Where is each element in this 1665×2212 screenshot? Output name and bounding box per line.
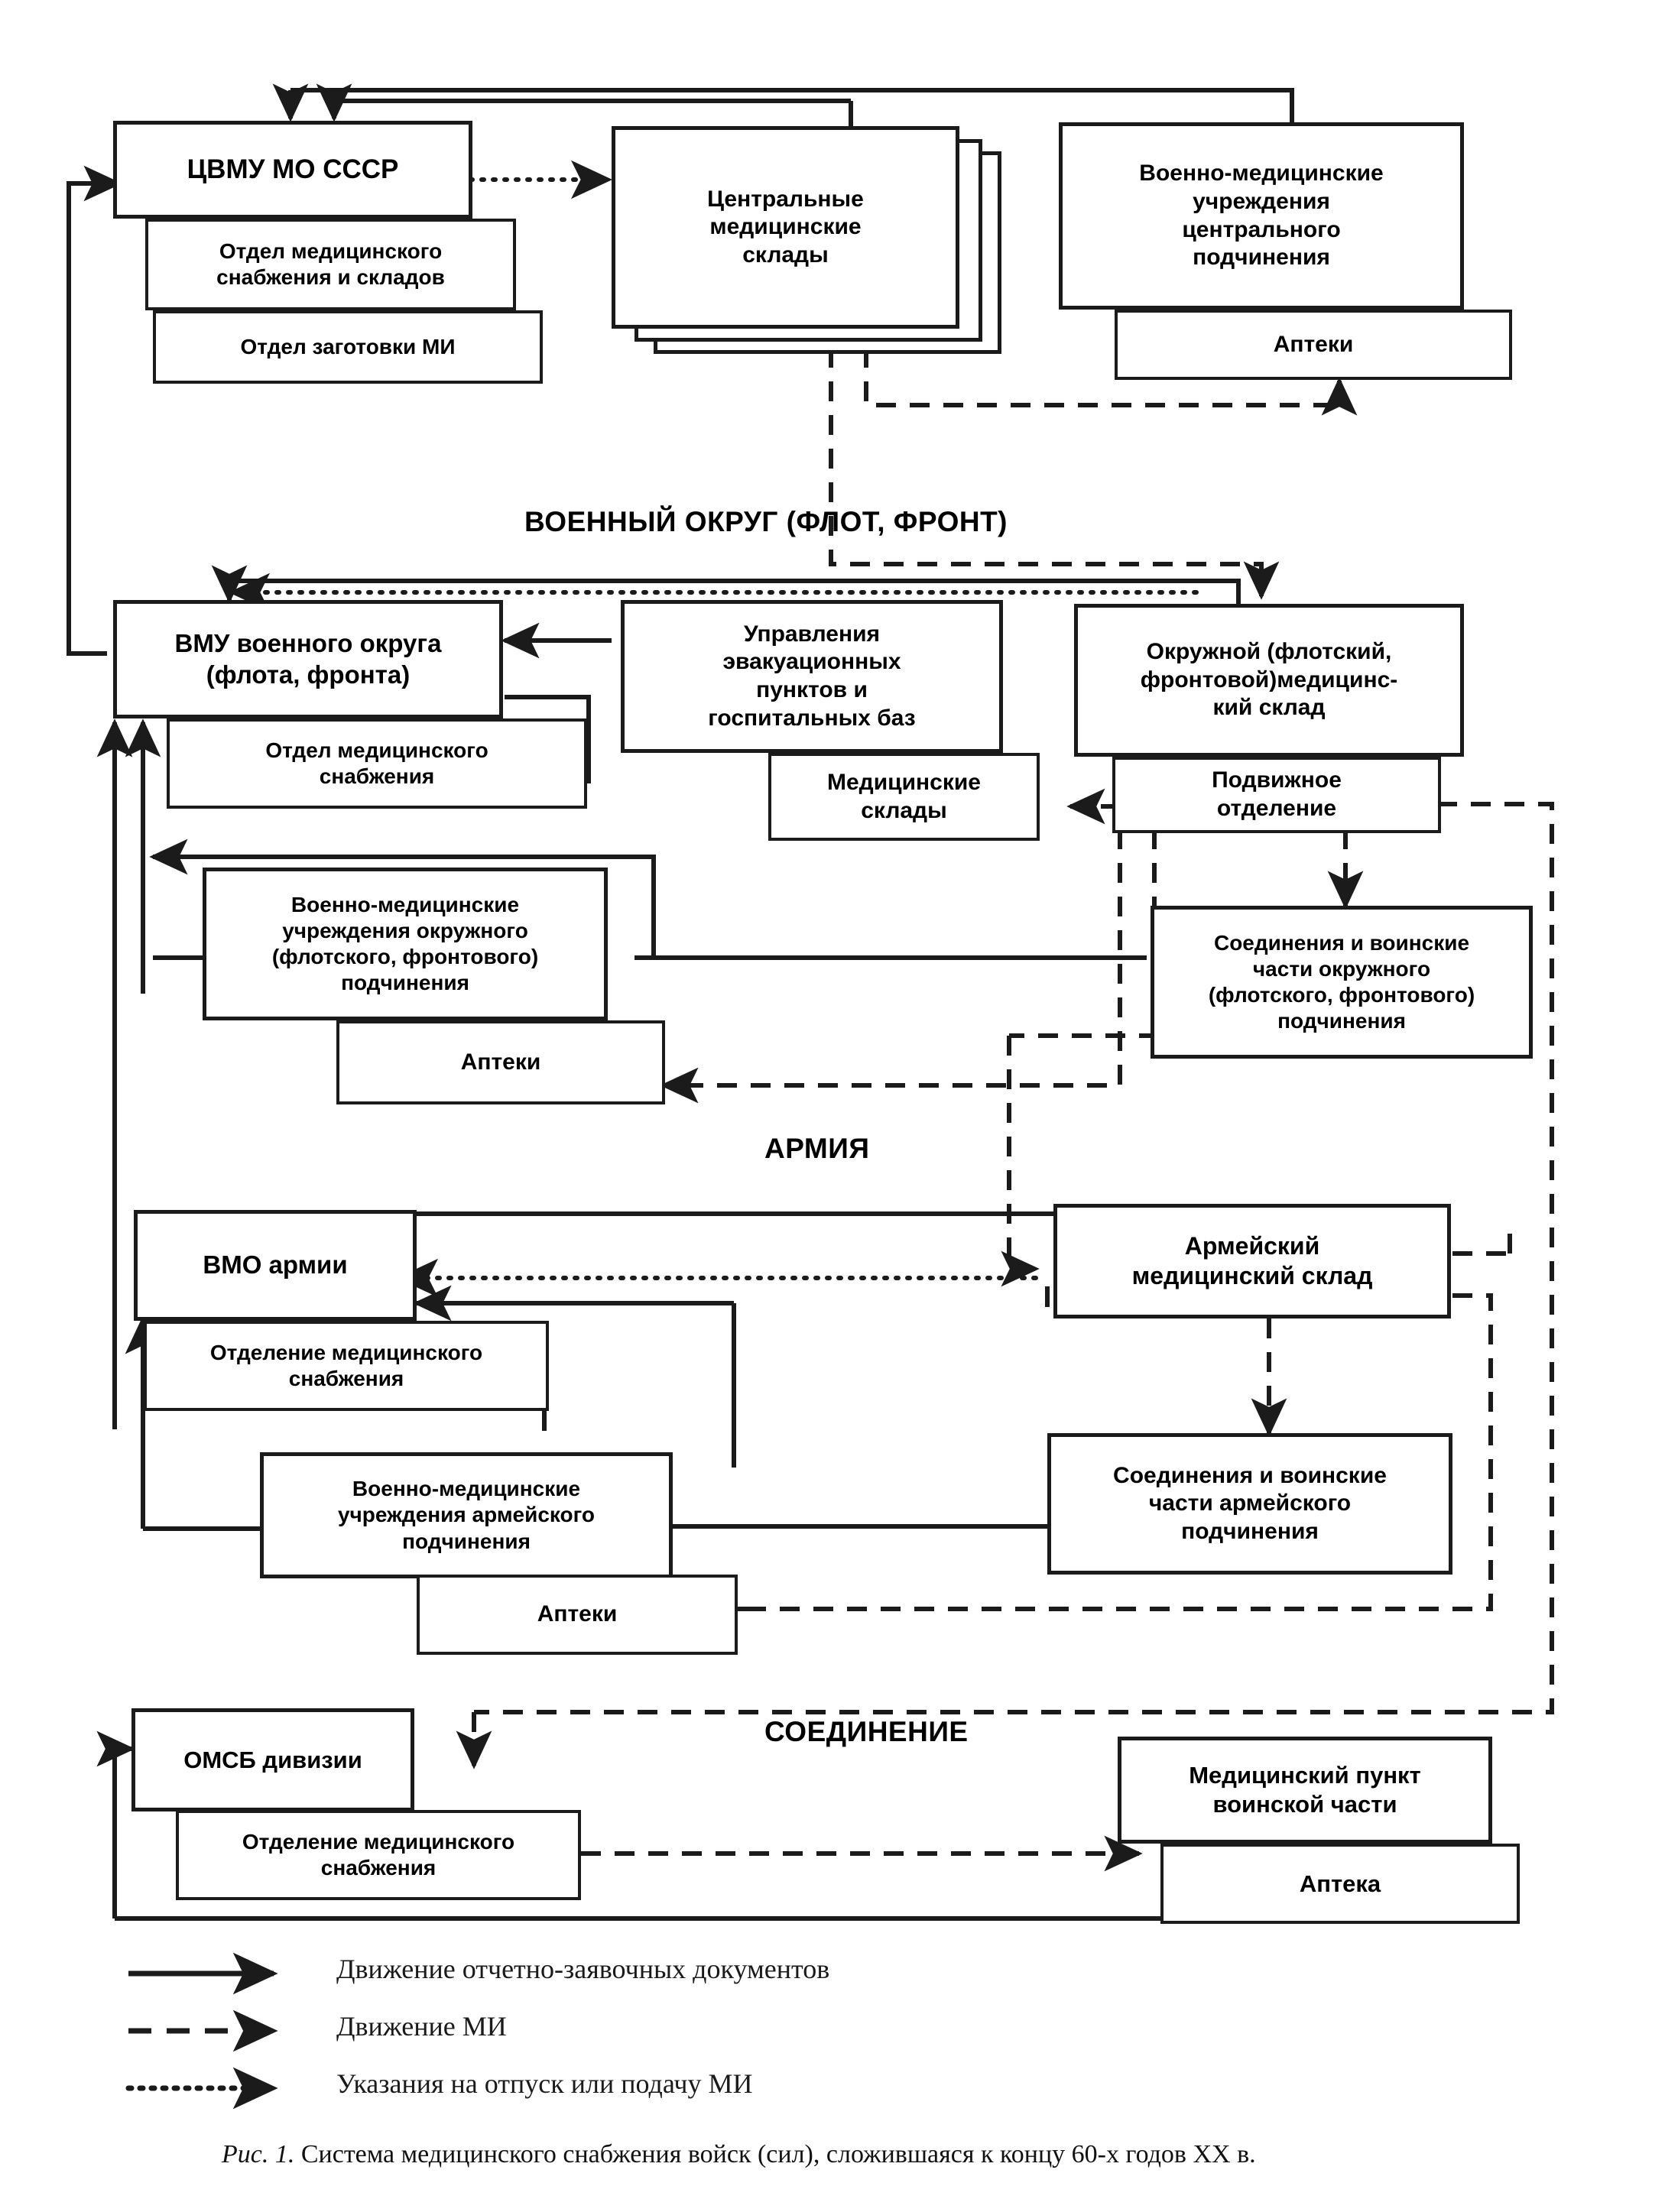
node-army-units[interactable]: Соединения и воинские части армейского п…: [1047, 1433, 1452, 1575]
node-central-pharmacies-label: Аптеки: [1273, 331, 1354, 357]
node-vmo-army-label: ВМО армии: [203, 1250, 348, 1280]
section-label-district: ВОЕННЫЙ ОКРУГ (ФЛОТ, ФРОНТ): [524, 506, 1008, 537]
section-label-army: АРМИЯ: [764, 1133, 870, 1164]
node-evac-admin-label: Управления эвакуационных пунктов и госпи…: [708, 621, 916, 731]
node-dept-supply-depots[interactable]: Отдел медицинского снабжения и складов: [145, 219, 516, 310]
node-mobile-branch-label: Подвижное отделение: [1212, 767, 1342, 821]
node-vmu-district[interactable]: ВМУ военного округа (флота, фронта): [113, 600, 503, 718]
node-army-depot[interactable]: Армейский медицинский склад: [1053, 1204, 1451, 1318]
node-district-depot[interactable]: Окружной (флотский, фронтовой)медицинс- …: [1074, 604, 1464, 757]
node-central-depots[interactable]: Центральные медицинские склады: [612, 126, 959, 329]
node-unit-pharmacy[interactable]: Аптека: [1160, 1844, 1520, 1924]
node-cvmu-label: ЦВМУ МО СССР: [187, 154, 399, 184]
node-army-institutions-label: Военно-медицинские учреждения армейского…: [337, 1477, 596, 1553]
node-army-depot-label: Армейский медицинский склад: [1131, 1231, 1373, 1289]
legend-item-1-label: Движение МИ: [336, 2011, 507, 2042]
legend-lines: [125, 1952, 278, 2110]
node-dept-procurement[interactable]: Отдел заготовки МИ: [153, 310, 543, 384]
node-district-institutions[interactable]: Военно-медицинские учреждения окружного …: [203, 868, 608, 1020]
node-dept-procurement-label: Отдел заготовки МИ: [240, 334, 456, 358]
node-district-depot-label: Окружной (флотский, фронтовой)медицинс- …: [1140, 639, 1398, 721]
node-central-institutions-label: Военно-медицинские учреждения центрально…: [1139, 161, 1384, 271]
node-district-supply-dept-label: Отдел медицинского снабжения: [265, 738, 488, 788]
node-cvmu[interactable]: ЦВМУ МО СССР: [113, 121, 472, 219]
node-army-supply-branch-label: Отделение медицинского снабжения: [209, 1340, 483, 1390]
node-omsb[interactable]: ОМСБ дивизии: [131, 1708, 414, 1811]
node-district-pharmacies[interactable]: Аптеки: [336, 1020, 665, 1104]
node-district-units-label: Соединения и воинские части окружного (ф…: [1208, 930, 1475, 1033]
node-mobile-branch[interactable]: Подвижное отделение: [1112, 757, 1441, 833]
node-omsb-supply-branch[interactable]: Отделение медицинского снабжения: [176, 1810, 581, 1900]
node-central-depots-label: Центральные медицинские склады: [707, 186, 864, 268]
node-district-units[interactable]: Соединения и воинские части окружного (ф…: [1151, 906, 1533, 1059]
node-army-institutions[interactable]: Военно-медицинские учреждения армейского…: [260, 1452, 673, 1578]
figure-caption-prefix: Рис. 1.: [222, 2140, 295, 2168]
node-district-supply-dept[interactable]: Отдел медицинского снабжения: [167, 718, 587, 809]
node-district-pharmacies-label: Аптеки: [460, 1049, 541, 1075]
node-unit-medpoint[interactable]: Медицинский пункт воинской части: [1118, 1737, 1492, 1844]
legend-item-2-label: Указания на отпуск или подачу МИ: [336, 2068, 753, 2099]
node-evac-admin[interactable]: Управления эвакуационных пунктов и госпи…: [621, 600, 1003, 753]
figure-caption: Рис. 1. Система медицинского снабжения в…: [222, 2140, 1256, 2169]
node-central-institutions[interactable]: Военно-медицинские учреждения центрально…: [1059, 122, 1464, 310]
node-army-pharmacies-label: Аптеки: [537, 1601, 618, 1627]
node-evac-depots[interactable]: Медицинские склады: [768, 753, 1040, 841]
node-vmo-army[interactable]: ВМО армии: [134, 1210, 417, 1321]
node-unit-pharmacy-label: Аптека: [1299, 1870, 1381, 1897]
node-unit-medpoint-label: Медицинский пункт воинской части: [1189, 1762, 1421, 1818]
node-evac-depots-label: Медицинские склады: [827, 769, 981, 823]
node-district-institutions-label: Военно-медицинские учреждения окружного …: [271, 892, 539, 995]
node-army-units-label: Соединения и воинские части армейского п…: [1113, 1462, 1387, 1544]
node-dept-supply-depots-label: Отдел медицинского снабжения и складов: [216, 238, 445, 289]
node-army-pharmacies[interactable]: Аптеки: [417, 1575, 738, 1655]
node-omsb-supply-branch-label: Отделение медицинского снабжения: [242, 1829, 515, 1880]
node-vmu-district-label: ВМУ военного округа (флота, фронта): [174, 629, 442, 689]
node-omsb-label: ОМСБ дивизии: [183, 1746, 362, 1773]
figure-caption-text: Система медицинского снабжения войск (си…: [300, 2140, 1256, 2168]
section-label-formation: СОЕДИНЕНИЕ: [764, 1716, 969, 1747]
node-army-supply-branch[interactable]: Отделение медицинского снабжения: [144, 1321, 549, 1411]
node-central-pharmacies[interactable]: Аптеки: [1115, 310, 1512, 380]
legend-item-0-label: Движение отчетно-заявочных документов: [336, 1954, 830, 1984]
